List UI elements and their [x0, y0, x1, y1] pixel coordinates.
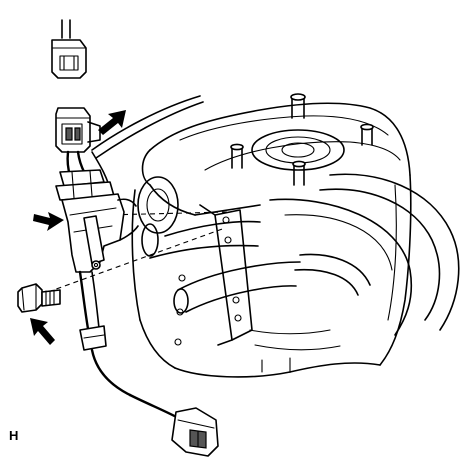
sensor-wire-upper: [91, 95, 204, 159]
sensor-lead: [78, 270, 184, 422]
transmission-housing: [131, 93, 460, 378]
connector-plug: [51, 19, 87, 79]
sensor-connector: [55, 107, 101, 153]
arrow-bracket: [33, 212, 64, 231]
alignment-guide-lines: [47, 211, 229, 293]
sensor-lead-connector: [171, 407, 219, 457]
wire-harness: [55, 150, 115, 201]
wire-harness-bracket: [61, 193, 139, 273]
arrow-bolt: [30, 318, 55, 345]
arrow-connector: [98, 110, 126, 135]
figure-label: H: [9, 428, 19, 443]
bolt: [17, 283, 61, 313]
